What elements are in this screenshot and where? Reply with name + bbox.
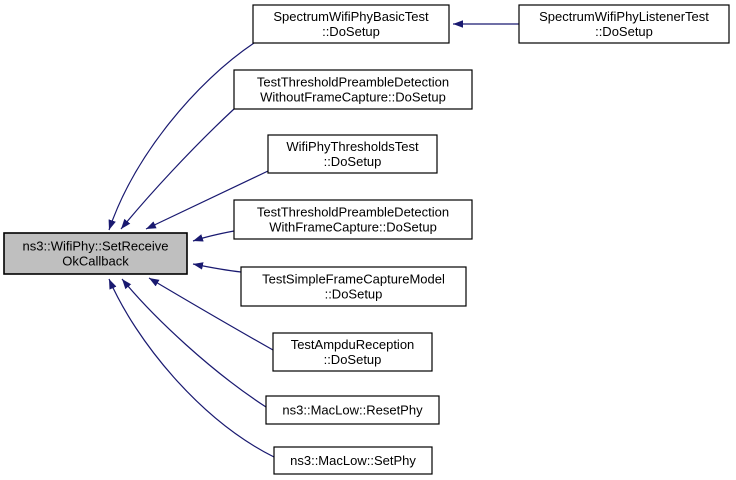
node-label-line2: ::DoSetup bbox=[322, 24, 380, 39]
edge-layer bbox=[108, 20, 519, 458]
node-label-line1: SpectrumWifiPhyBasicTest bbox=[273, 9, 429, 24]
node-box[interactable] bbox=[265, 395, 440, 425]
node-label-line1: TestThresholdPreambleDetection bbox=[257, 75, 449, 90]
node-label-line2: ::DoSetup bbox=[324, 352, 382, 367]
node-main-setreceiveokcallback: ns3::WifiPhy::SetReceive OkCallback bbox=[3, 232, 188, 275]
node-testthresholdpreambledetection-withoutframecapture[interactable]: TestThresholdPreambleDetection WithoutFr… bbox=[233, 69, 473, 110]
node-box bbox=[3, 232, 188, 275]
edge-thresholdstest-to-setreceiveokcallback bbox=[145, 170, 269, 230]
node-box[interactable] bbox=[233, 69, 473, 110]
edge-resetphy-to-setreceiveokcallback bbox=[121, 278, 267, 408]
edge-basictest-to-setreceiveokcallback bbox=[108, 42, 255, 231]
node-box[interactable] bbox=[518, 4, 730, 44]
node-label-line2: ::DoSetup bbox=[324, 154, 382, 169]
node-box[interactable] bbox=[252, 4, 450, 44]
node-label-line1: WifiPhyThresholdsTest bbox=[286, 139, 419, 154]
node-label-line1: ns3::WifiPhy::SetReceive bbox=[23, 239, 169, 254]
node-label-line1: ns3::MacLow::SetPhy bbox=[290, 453, 416, 468]
node-testthresholdpreambledetection-withframecapture[interactable]: TestThresholdPreambleDetection WithFrame… bbox=[233, 199, 473, 240]
edge-withoutframecapture-to-setreceiveokcallback bbox=[120, 108, 235, 230]
node-label-line1: SpectrumWifiPhyListenerTest bbox=[539, 9, 709, 24]
node-spectrumwifiphylistenertest[interactable]: SpectrumWifiPhyListenerTest ::DoSetup bbox=[518, 4, 730, 44]
edge-simpleframecapture-to-setreceiveokcallback bbox=[192, 262, 242, 273]
node-label-line1: TestThresholdPreambleDetection bbox=[257, 205, 449, 220]
node-label-line2: ::DoSetup bbox=[325, 287, 383, 302]
node-maclow-resetphy[interactable]: ns3::MacLow::ResetPhy bbox=[265, 395, 440, 425]
node-spectrumwifiphybasictest[interactable]: SpectrumWifiPhyBasicTest ::DoSetup bbox=[252, 4, 450, 44]
edge-ampdureception-to-setreceiveokcallback bbox=[148, 277, 274, 351]
edge-setphy-to-setreceiveokcallback bbox=[108, 278, 275, 458]
node-box[interactable] bbox=[273, 446, 433, 475]
node-wifiphythresholdstest[interactable]: WifiPhyThresholdsTest ::DoSetup bbox=[267, 134, 438, 174]
edge-withframecapture-to-setreceiveokcallback bbox=[192, 230, 235, 242]
node-label-line2: WithoutFrameCapture::DoSetup bbox=[260, 90, 446, 105]
node-label-line2: OkCallback bbox=[62, 254, 129, 269]
node-testampdureception[interactable]: TestAmpduReception ::DoSetup bbox=[272, 332, 433, 372]
node-box[interactable] bbox=[272, 332, 433, 372]
node-label-line1: TestAmpduReception bbox=[291, 337, 415, 352]
node-label-line1: TestSimpleFrameCaptureModel bbox=[262, 272, 445, 287]
node-label-line1: ns3::MacLow::ResetPhy bbox=[282, 403, 423, 418]
node-label-line2: ::DoSetup bbox=[595, 24, 653, 39]
node-testsimpleframecapturemodel[interactable]: TestSimpleFrameCaptureModel ::DoSetup bbox=[240, 266, 467, 307]
node-maclow-setphy[interactable]: ns3::MacLow::SetPhy bbox=[273, 446, 433, 475]
node-box[interactable] bbox=[267, 134, 438, 174]
node-label-line2: WithFrameCapture::DoSetup bbox=[269, 220, 437, 235]
node-box[interactable] bbox=[240, 266, 467, 307]
node-box[interactable] bbox=[233, 199, 473, 240]
